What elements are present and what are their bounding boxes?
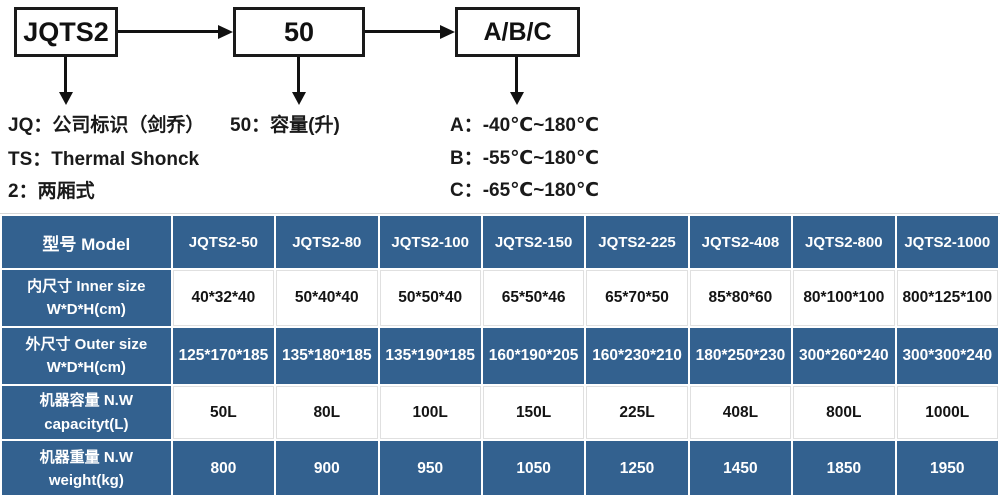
note-company-code: JQ：公司标识（剑乔）	[8, 115, 205, 136]
table-cell: 65*70*50	[586, 270, 688, 326]
table-cell: 150L	[482, 386, 585, 439]
arrow-line-2	[365, 30, 441, 33]
table-cell: 950	[379, 441, 481, 495]
spec-table: 型号 Model JQTS2-50 JQTS2-80 JQTS2-100 JQT…	[0, 213, 1000, 495]
note-ts-meaning: TS：Thermal Shonck	[8, 149, 200, 170]
table-cell: 50L	[172, 386, 275, 439]
column-header: JQTS2-408	[689, 216, 792, 268]
row-label-line1: 外尺寸 Outer size	[25, 335, 148, 353]
arrow-down-icon	[509, 92, 524, 105]
table-cell: 135*190*185	[379, 328, 481, 384]
column-header: JQTS2-1000	[896, 216, 998, 268]
table-cell: 160*230*210	[586, 328, 688, 384]
table-cell: 80*100*100	[793, 270, 895, 326]
spec-table-wrap: 型号 Model JQTS2-50 JQTS2-80 JQTS2-100 JQT…	[0, 213, 1000, 495]
row-label-capacity: 机器容量 N.W capacityt(L)	[2, 386, 171, 439]
model-code-diagram: JQTS2 50 A/B/C JQ：公司标识（剑乔） TS：Thermal Sh…	[0, 0, 1000, 216]
table-cell: 160*190*205	[482, 328, 585, 384]
table-cell: 300*300*240	[896, 328, 998, 384]
table-cell: 800*125*100	[896, 270, 998, 326]
arrow-right-icon	[218, 24, 233, 39]
row-label-weight: 机器重量 N.W weight(kg)	[2, 441, 171, 495]
table-cell: 225L	[586, 386, 688, 439]
row-label-line2: W*D*H(cm)	[46, 301, 126, 318]
note-temp-range-c: C：-65℃~180℃	[450, 180, 599, 201]
arrow-down-icon	[58, 92, 73, 105]
table-cell: 65*50*46	[482, 270, 585, 326]
table-row-capacity: 机器容量 N.W capacityt(L) 50L 80L 100L 150L …	[2, 386, 998, 439]
column-header: JQTS2-150	[482, 216, 585, 268]
table-cell: 1950	[896, 441, 998, 495]
diagram-box-temp-code: A/B/C	[455, 7, 580, 57]
table-cell: 300*260*240	[793, 328, 895, 384]
note-temp-range-a: A：-40℃~180℃	[450, 115, 599, 136]
arrow-right-icon	[440, 24, 455, 39]
table-cell: 1450	[689, 441, 792, 495]
table-row-inner-size: 内尺寸 Inner size W*D*H(cm) 40*32*40 50*40*…	[2, 270, 998, 326]
column-header: JQTS2-225	[586, 216, 688, 268]
row-label-line1: 机器重量 N.W	[39, 448, 133, 466]
diagram-box-series-code: JQTS2	[14, 7, 118, 57]
row-label-line1: 内尺寸 Inner size	[27, 277, 146, 295]
table-cell: 100L	[379, 386, 481, 439]
table-cell: 180*250*230	[689, 328, 792, 384]
column-header-model: 型号 Model	[2, 216, 171, 268]
table-cell: 80L	[276, 386, 378, 439]
arrow-down-icon	[291, 92, 306, 105]
column-header: JQTS2-50	[172, 216, 275, 268]
down-arrow-line-3	[515, 57, 518, 93]
table-cell: 800L	[793, 386, 895, 439]
note-two-zone: 2：两厢式	[8, 181, 95, 202]
table-cell: 50*50*40	[379, 270, 481, 326]
row-label-line2: W*D*H(cm)	[46, 359, 126, 376]
table-cell: 1050	[482, 441, 585, 495]
table-cell: 800	[172, 441, 275, 495]
table-row-weight: 机器重量 N.W weight(kg) 800 900 950 1050 125…	[2, 441, 998, 495]
table-cell: 408L	[689, 386, 792, 439]
row-label-line1: 机器容量 N.W	[39, 392, 133, 410]
table-cell: 1000L	[896, 386, 998, 439]
diagram-box-capacity-code: 50	[233, 7, 365, 57]
row-label-line2: capacityt(L)	[44, 415, 129, 433]
note-temp-range-b: B：-55℃~180℃	[450, 148, 599, 169]
column-header: JQTS2-80	[276, 216, 378, 268]
table-cell: 85*80*60	[689, 270, 792, 326]
column-header: JQTS2-800	[793, 216, 895, 268]
table-cell: 40*32*40	[172, 270, 275, 326]
down-arrow-line-1	[64, 57, 67, 93]
table-cell: 900	[276, 441, 378, 495]
table-cell: 135*180*185	[276, 328, 378, 384]
table-row-outer-size: 外尺寸 Outer size W*D*H(cm) 125*170*185 135…	[2, 328, 998, 384]
table-cell: 1250	[586, 441, 688, 495]
table-cell: 1850	[793, 441, 895, 495]
table-cell: 50*40*40	[276, 270, 378, 326]
down-arrow-line-2	[297, 57, 300, 93]
table-cell: 125*170*185	[172, 328, 275, 384]
note-capacity: 50：容量(升)	[230, 115, 340, 136]
arrow-line-1	[118, 30, 218, 33]
column-header: JQTS2-100	[379, 216, 481, 268]
row-label-inner-size: 内尺寸 Inner size W*D*H(cm)	[2, 270, 171, 326]
row-label-outer-size: 外尺寸 Outer size W*D*H(cm)	[2, 328, 171, 384]
row-label-line2: weight(kg)	[48, 472, 124, 489]
table-header-row: 型号 Model JQTS2-50 JQTS2-80 JQTS2-100 JQT…	[2, 216, 998, 268]
